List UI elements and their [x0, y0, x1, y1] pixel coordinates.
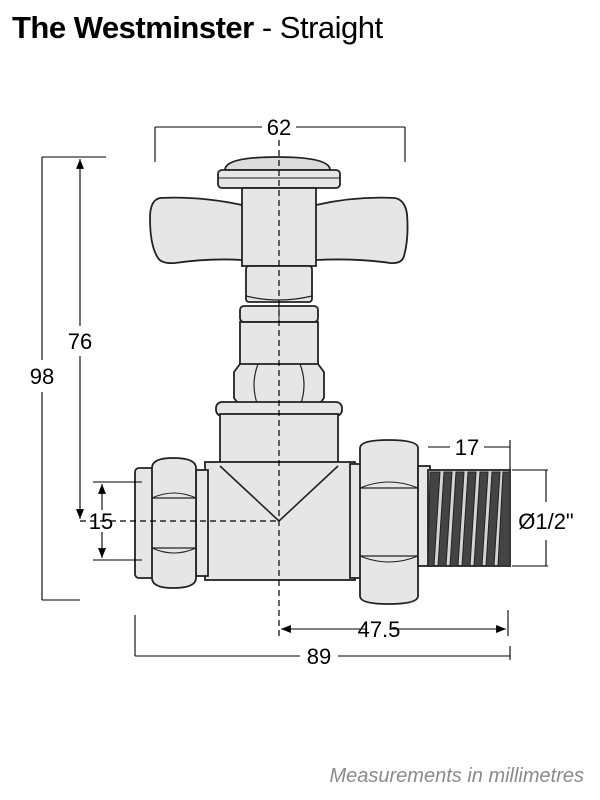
title-subtitle: Straight: [279, 10, 383, 45]
thread-pattern: [427, 471, 511, 567]
dim-thread-diameter: Ø1/2": [518, 509, 574, 534]
measurement-note: Measurements in millimetres: [329, 765, 584, 787]
title-separator: -: [253, 10, 280, 45]
dim-15: 15: [89, 509, 113, 534]
dim-62: 62: [267, 115, 291, 140]
dim-98: 98: [30, 364, 54, 389]
dimension-lines: [41, 126, 548, 660]
left-compression-nut: [151, 457, 197, 589]
centre-lines: [80, 140, 280, 636]
dim-76: 76: [68, 329, 92, 354]
dim-47-5: 47.5: [358, 617, 401, 642]
right-union-nut: [359, 439, 419, 605]
handle-cap: [224, 156, 331, 171]
page-title: The Westminster - Straight: [12, 10, 383, 46]
dim-89: 89: [307, 644, 331, 669]
title-bold: The Westminster: [12, 10, 254, 45]
dim-17: 17: [455, 435, 479, 460]
left-body-collar: [195, 469, 209, 577]
